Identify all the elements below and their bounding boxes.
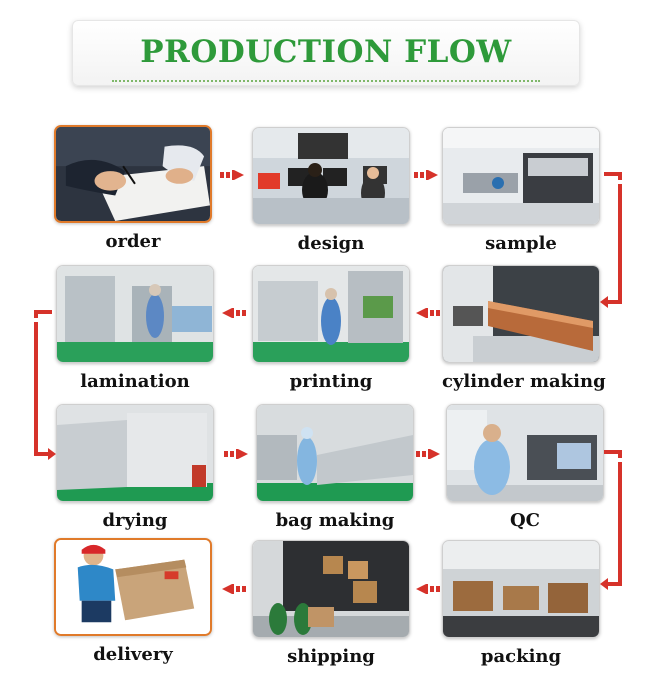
- step-sample: sample: [442, 127, 600, 254]
- delivery-photo: [54, 538, 212, 636]
- cylinder-making-photo: [442, 265, 600, 363]
- step-order: order: [54, 125, 212, 252]
- flow-arrow-left: [220, 581, 246, 597]
- sample-photo: [442, 127, 600, 225]
- step-label: QC: [509, 510, 540, 531]
- flow-arrow-right: [220, 167, 246, 183]
- step-drying: drying: [56, 404, 214, 531]
- design-photo: [252, 127, 410, 225]
- step-label: lamination: [80, 371, 190, 392]
- step-label: design: [297, 233, 365, 254]
- flow-arrow-right: [416, 446, 442, 462]
- drying-photo: [56, 404, 214, 502]
- packing-photo: [442, 540, 600, 638]
- step-cylinder-making: cylinder making: [442, 265, 606, 392]
- flow-arrow-left: [220, 305, 246, 321]
- flow-arrow-left: [414, 581, 440, 597]
- step-label: shipping: [287, 646, 375, 667]
- step-label: sample: [485, 233, 557, 254]
- step-packing: packing: [442, 540, 600, 667]
- step-qc: QC: [446, 404, 604, 531]
- flow-connector-down: [24, 310, 58, 460]
- printing-photo: [252, 265, 410, 363]
- step-design: design: [252, 127, 410, 254]
- title-banner: PRODUCTION FLOW: [72, 20, 580, 86]
- step-label: order: [105, 231, 161, 252]
- shipping-photo: [252, 540, 410, 638]
- lamination-photo: [56, 265, 214, 363]
- flow-arrow-right: [414, 167, 440, 183]
- step-shipping: shipping: [252, 540, 410, 667]
- qc-photo: [446, 404, 604, 502]
- page-title: PRODUCTION FLOW: [140, 34, 512, 70]
- step-label: packing: [480, 646, 562, 667]
- step-lamination: lamination: [56, 265, 214, 392]
- step-label: cylinder making: [442, 371, 606, 392]
- step-printing: printing: [252, 265, 410, 392]
- step-label: bag making: [275, 510, 395, 531]
- flow-arrow-right: [224, 446, 250, 462]
- flow-connector-down: [600, 450, 634, 596]
- step-label: printing: [289, 371, 373, 392]
- step-delivery: delivery: [54, 538, 212, 665]
- order-photo: [54, 125, 212, 223]
- flow-connector-down: [600, 172, 634, 318]
- title-underline: [112, 80, 540, 82]
- bag-making-photo: [256, 404, 414, 502]
- flow-arrow-left: [414, 305, 440, 321]
- step-label: drying: [102, 510, 168, 531]
- step-bag-making: bag making: [256, 404, 414, 531]
- step-label: delivery: [93, 644, 173, 665]
